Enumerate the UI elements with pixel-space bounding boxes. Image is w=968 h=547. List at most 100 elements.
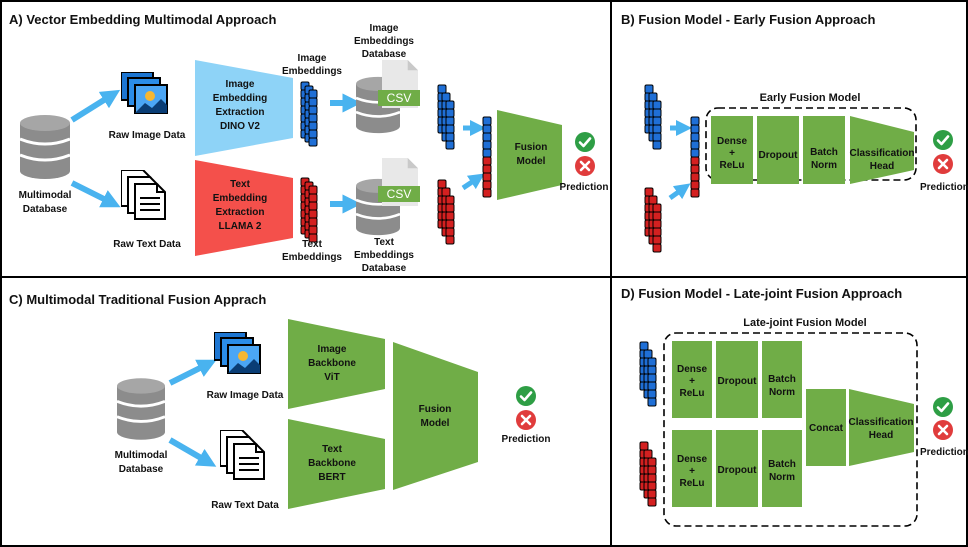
vector-cell <box>445 132 455 142</box>
fusion-l2: Model <box>421 418 450 429</box>
vector-cell <box>308 89 318 99</box>
vector-cell <box>647 489 657 499</box>
batch-l1: Batch <box>768 459 796 470</box>
arrow-icon <box>168 437 217 467</box>
image-backbone-block <box>288 319 385 409</box>
vector-cell <box>690 140 700 150</box>
image-embedding-vector <box>300 81 318 147</box>
vector-cell <box>445 195 455 205</box>
img-db-l2: Embeddings <box>354 36 414 47</box>
head-l1: Classification <box>849 148 914 159</box>
check-icon <box>933 397 953 417</box>
img-emb-l1: Image <box>298 53 327 64</box>
dense-block <box>711 116 753 184</box>
vector-cell <box>308 137 318 147</box>
vector-cell <box>647 457 657 467</box>
vector-cell <box>690 172 700 182</box>
cross-icon <box>575 156 595 176</box>
prediction-label: Prediction <box>560 182 609 193</box>
vector-cell <box>445 211 455 221</box>
prediction-label: Prediction <box>920 447 968 458</box>
cross-icon <box>933 154 953 174</box>
batch-norm-block-text <box>762 430 802 507</box>
text-embeddings-batch <box>437 179 455 245</box>
panel-a-title: A) Vector Embedding Multimodal Approach <box>9 12 277 27</box>
vector-cell <box>690 148 700 158</box>
raw-image-label: Raw Image Data <box>207 390 284 401</box>
panel-d: D) Fusion Model - Late-joint Fusion Appr… <box>621 286 968 527</box>
raw-image-label: Raw Image Data <box>109 130 186 141</box>
txt-emb-l1: Text <box>302 239 322 250</box>
txt-bb-l2: Backbone <box>308 458 356 469</box>
db-label-2: Database <box>23 204 68 215</box>
vector-cell <box>652 227 662 237</box>
img-extract-l1: Image <box>226 79 255 90</box>
vector-cell <box>652 140 662 150</box>
vector-cell <box>437 84 447 94</box>
panel-c: C) Multimodal Traditional Fusion Apprach… <box>9 292 550 511</box>
vector-cell <box>482 156 492 166</box>
vector-cell <box>643 449 653 459</box>
vector-cell <box>647 465 657 475</box>
text-embedding-vector <box>300 177 318 243</box>
img-bb-l2: Backbone <box>308 358 356 369</box>
vector-cell <box>652 116 662 126</box>
prediction-label: Prediction <box>920 182 968 193</box>
image-extraction-block <box>195 60 293 156</box>
vector-cell <box>647 373 657 383</box>
head-l1: Classification <box>848 417 913 428</box>
dropout-block-text <box>716 430 758 507</box>
vector-cell <box>308 113 318 123</box>
dense-l1: Dense <box>677 364 707 375</box>
vector-cell <box>482 164 492 174</box>
concat-label: Concat <box>809 423 844 434</box>
vector-cell <box>648 92 658 102</box>
img-extract-l2: Embedding <box>213 93 267 104</box>
vector-cell <box>445 140 455 150</box>
concatenated-vector <box>482 116 492 198</box>
vector-cell <box>445 108 455 118</box>
cross-icon <box>933 420 953 440</box>
panel-b-title: B) Fusion Model - Early Fusion Approach <box>621 12 876 27</box>
vector-cell <box>308 209 318 219</box>
cross-icon <box>516 410 536 430</box>
text-embeddings-batch <box>639 441 657 507</box>
text-extraction-block <box>195 160 293 256</box>
prediction-label: Prediction <box>502 434 551 445</box>
vector-cell <box>441 92 451 102</box>
vector-cell <box>690 124 700 134</box>
img-extract-l4: DINO V2 <box>220 121 260 132</box>
panel-a: A) Vector Embedding Multimodal Approach … <box>9 12 608 274</box>
dense-l3: ReLu <box>680 478 705 489</box>
vector-cell <box>647 389 657 399</box>
dropout-block-image <box>716 341 758 418</box>
vector-cell <box>652 203 662 213</box>
vector-cell <box>647 357 657 367</box>
txt-db-l3: Database <box>362 263 407 274</box>
image-embeddings-batch <box>644 84 662 150</box>
img-bb-l3: ViT <box>324 372 339 383</box>
classification-head-block <box>849 389 914 466</box>
vector-cell <box>643 349 653 359</box>
database-icon <box>117 378 165 440</box>
image-embeddings-batch <box>437 84 455 150</box>
vector-cell <box>690 132 700 142</box>
batch-norm-block <box>803 116 845 184</box>
txt-extract-l1: Text <box>230 179 250 190</box>
vector-cell <box>652 211 662 221</box>
txt-emb-l2: Embeddings <box>282 252 342 263</box>
vector-cell <box>639 441 649 451</box>
vector-cell <box>482 116 492 126</box>
img-emb-l2: Embeddings <box>282 66 342 77</box>
check-icon <box>933 130 953 150</box>
vector-cell <box>652 124 662 134</box>
vector-cell <box>652 219 662 229</box>
vector-cell <box>652 100 662 110</box>
txt-bb-l1: Text <box>322 444 342 455</box>
dense-l3: ReLu <box>680 388 705 399</box>
vector-cell <box>445 219 455 229</box>
csv-label: CSV <box>387 91 412 105</box>
vector-cell <box>308 193 318 203</box>
txt-extract-l4: LLAMA 2 <box>219 221 262 232</box>
vector-cell <box>482 132 492 142</box>
